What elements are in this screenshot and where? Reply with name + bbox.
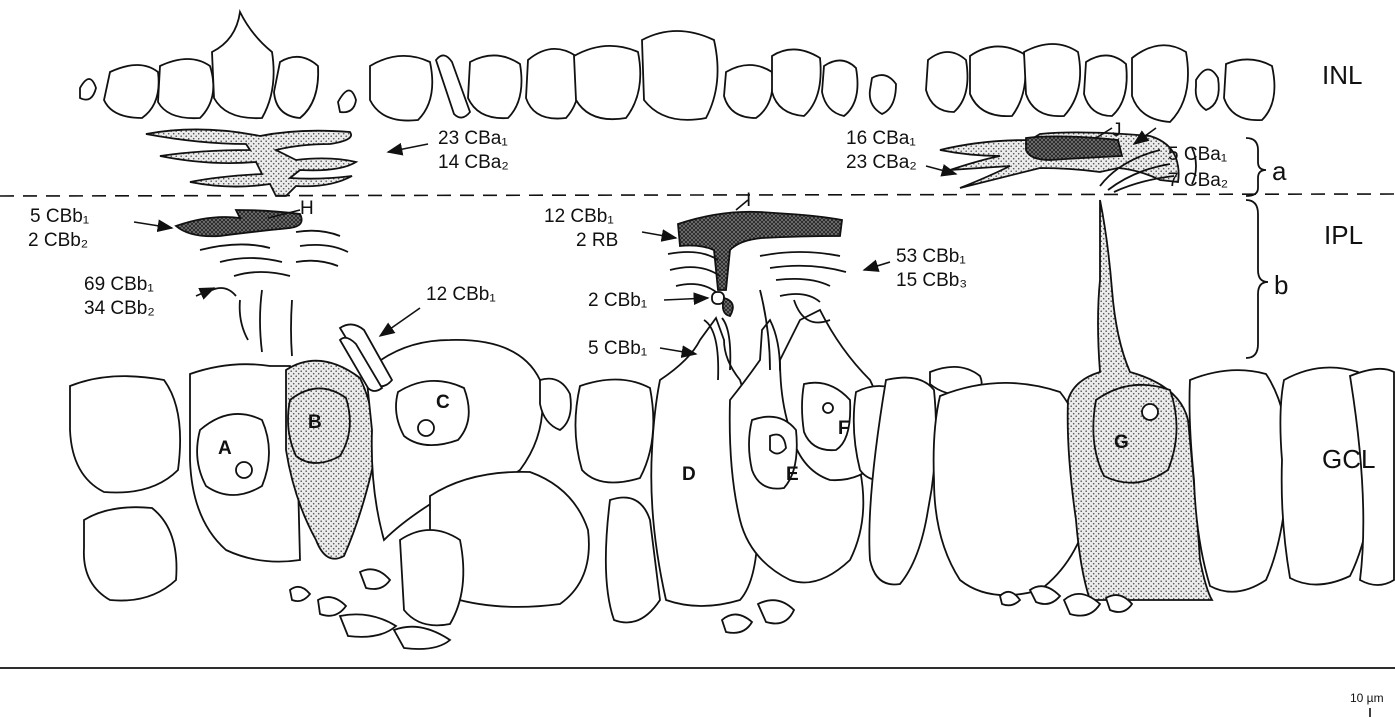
annotation-i-1: 12 CBb₁ [544,206,614,227]
cell-label-f: F [838,418,850,439]
stratum-a-dendrites-left [146,129,356,196]
dendrite-label-j: J [1112,120,1122,141]
scale-bar: 10 µm [1350,691,1384,717]
cell-label-c: C [436,392,450,413]
arrow-i [642,232,676,238]
arrow-h [134,222,172,228]
sublamina-a-label: a [1272,156,1287,186]
annotation-c-process: 12 CBb₁ [426,284,496,305]
cell-a-dendrites [176,210,348,356]
annotation-mid-stub: 2 CBb₁ [588,290,647,311]
arrow-mid-right [864,262,890,270]
annotation-mid-right-2: 15 CBb₃ [896,270,967,291]
annotation-h-1: 5 CBb₁ [30,206,89,227]
arrow-left-b [196,288,214,296]
brace-a [1246,138,1266,196]
arrow-d [660,348,696,354]
annotation-top-left-1: 23 CBa₁ [438,128,508,149]
scale-bar-label: 10 µm [1350,691,1384,705]
annotation-h-2: 2 CBb₂ [28,230,88,251]
dendrite-label-h: H [300,198,314,219]
layer-label-inl: INL [1322,60,1362,90]
cell-label-a: A [218,438,232,459]
annotation-right-a-left-2: 23 CBa₂ [846,152,917,173]
inl-cell-row [80,12,1274,122]
annotation-mid-right-1: 53 CBb₁ [896,246,966,267]
brace-b [1246,200,1268,358]
annotation-right-a-right-2: 7 CBa₂ [1168,170,1228,191]
cell-label-g: G [1114,432,1129,453]
cell-label-e: E [786,464,799,485]
dendrite-label-i: I [746,190,751,211]
sublamina-b-label: b [1274,270,1288,300]
arrow-c [380,308,420,336]
annotation-i-2: 2 RB [576,230,618,251]
arrow-top-left [388,144,428,152]
layer-label-gcl: GCL [1322,444,1375,474]
annotation-top-left-2: 14 CBa₂ [438,152,509,173]
annotation-right-a-left-1: 16 CBa₁ [846,128,916,149]
inl-ipl-border [0,194,1395,196]
stratum-a-dendrites-right [940,132,1179,188]
cell-label-b: B [308,412,322,433]
annotation-left-b-1: 69 CBb₁ [84,274,154,295]
annotation-d-process: 5 CBb₁ [588,338,647,359]
annotation-right-a-right-1: 5 CBa₁ [1168,144,1227,165]
annotation-left-b-2: 34 CBb₂ [84,298,155,319]
layer-label-ipl: IPL [1324,220,1363,250]
cell-label-d: D [682,464,696,485]
arrow-stub [664,298,708,300]
gcl-cell-row [70,200,1394,625]
